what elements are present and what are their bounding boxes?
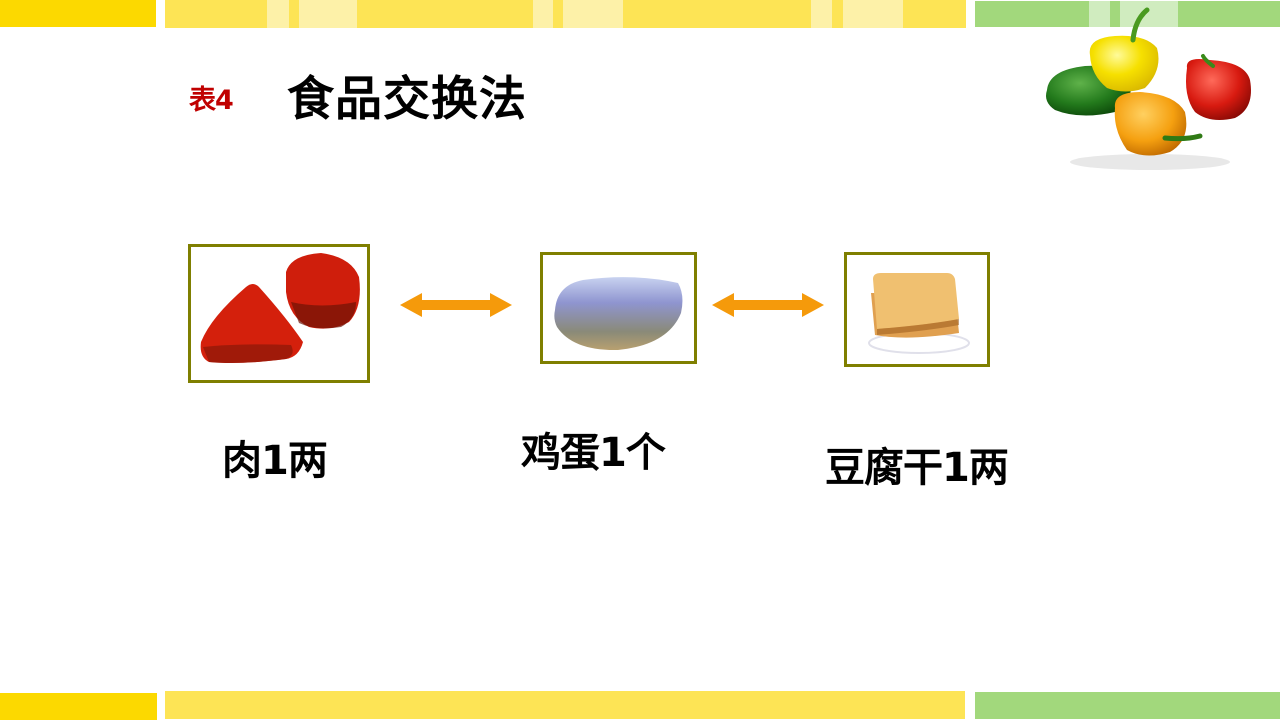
dried-tofu-label: 豆腐干1两: [825, 445, 1009, 491]
dried-tofu-image: [868, 273, 970, 354]
top-bar-stripe: [299, 0, 357, 28]
double-arrow-icon: [712, 293, 824, 317]
egg-label: 鸡蛋1个: [521, 430, 666, 476]
meat-label: 肉1两: [222, 438, 328, 484]
top-bar-stripe: [843, 0, 903, 28]
bottom-bar-dark-yellow: [0, 693, 157, 720]
top-bar-stripe: [811, 0, 832, 28]
top-bar-stripe-green: [1089, 1, 1110, 27]
meat-image-frame: [188, 244, 370, 383]
dried-tofu-image-frame: [844, 252, 990, 367]
bottom-bar-green: [975, 692, 1280, 719]
top-bar-dark-yellow: [0, 0, 156, 27]
egg-image-frame: [540, 252, 697, 364]
bell-peppers-image: [1046, 7, 1251, 170]
page-title: 食品交换法: [287, 72, 527, 127]
top-bar-stripe: [267, 0, 289, 28]
meat-image: [200, 253, 360, 363]
top-bar-stripe-green: [1120, 1, 1178, 27]
bottom-bar-yellow: [165, 691, 965, 719]
egg-image: [554, 277, 683, 351]
top-bar-stripe: [533, 0, 553, 28]
table-tag: 表4: [189, 85, 234, 116]
double-arrow-icon: [400, 293, 512, 317]
top-bar-stripe: [563, 0, 623, 28]
